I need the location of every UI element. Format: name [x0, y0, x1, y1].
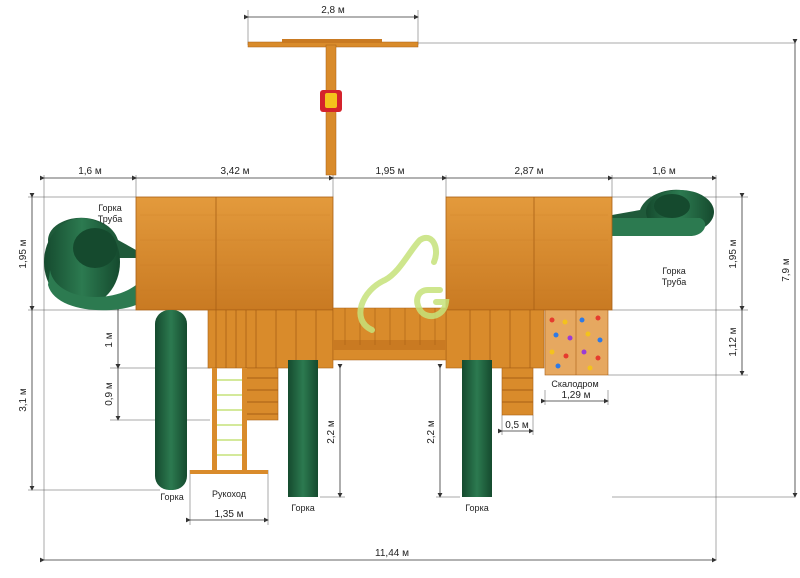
dim-right-tube: 1,6 м — [652, 166, 676, 177]
climbing-wall — [544, 309, 609, 376]
dim-top-beam: 2,8 м — [321, 5, 345, 16]
left-tower — [135, 196, 334, 369]
climbing-holds-icon — [549, 315, 603, 371]
dim-slide-right-height: 2,2 м — [426, 420, 437, 444]
dim-left-tube-height: 1,95 м — [18, 239, 29, 268]
monkey-bars — [190, 368, 268, 474]
dimension-lines — [29, 14, 798, 563]
swing-beam — [247, 39, 419, 176]
brand-logo-icon — [357, 235, 450, 333]
dimension-labels: 2,8 м 1,6 м 3,42 м 1,95 м 2,87 м 1,6 м 1… — [18, 5, 792, 559]
right-slide — [462, 360, 492, 497]
right-ladder — [501, 367, 534, 416]
dim-right-tube-height: 1,95 м — [728, 239, 739, 268]
dim-step-width: 0,5 м — [505, 420, 529, 431]
dim-total-height: 7,9 м — [781, 258, 792, 282]
left-tube-slide — [44, 217, 136, 311]
label-slide-left: Горка — [160, 492, 183, 502]
left-slide — [155, 310, 187, 490]
label-slide-right: Горка — [465, 503, 488, 513]
dim-total-width: 11,44 м — [375, 548, 409, 559]
dim-right-tower: 2,87 м — [514, 166, 543, 177]
dim-wall-width: 1,29 м — [561, 390, 590, 401]
dim-left-tube: 1,6 м — [78, 166, 102, 177]
mid-slide — [288, 360, 318, 497]
dim-left-tower: 3,42 м — [220, 166, 249, 177]
right-tube-slide — [612, 189, 714, 236]
dim-wall-height: 1,12 м — [728, 327, 739, 356]
label-tube-right-2: Труба — [662, 277, 686, 287]
label-monkey-bars: Рукоход — [212, 489, 247, 499]
left-ladder — [245, 367, 279, 421]
label-slide-mid: Горка — [291, 503, 314, 513]
label-tube-right-1: Горка — [662, 266, 685, 276]
label-climbing-wall: Скалодром — [551, 379, 598, 389]
dim-slide-left-height: 2,2 м — [326, 420, 337, 444]
label-tube-left-1: Горка — [98, 203, 121, 213]
component-labels: Горка Труба Горка Труба Скалодром Горка … — [98, 203, 686, 513]
dim-monkey-bar-width: 1,35 м — [214, 509, 243, 520]
dim-deck-1: 1 м — [104, 332, 115, 347]
label-tube-left-2: Труба — [98, 214, 122, 224]
dim-left-total-height: 3,1 м — [18, 388, 29, 412]
right-tower — [445, 196, 613, 369]
dim-deck-2: 0,9 м — [104, 382, 115, 406]
dim-bridge: 1,95 м — [375, 166, 404, 177]
